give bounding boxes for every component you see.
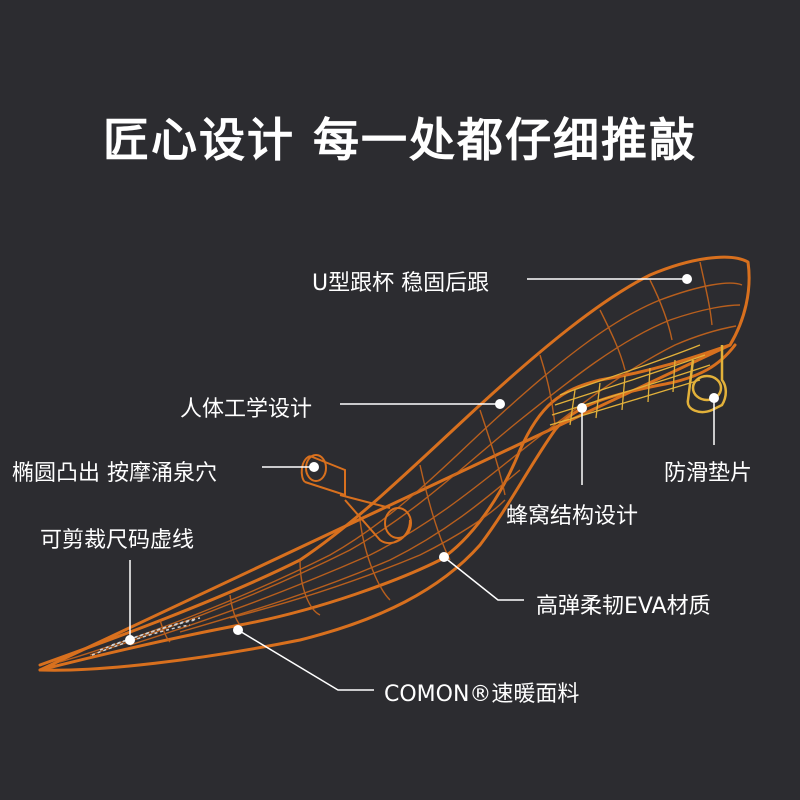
label-anti-slip: 防滑垫片 [664, 461, 753, 486]
insole-outline [38, 255, 751, 667]
anti-slip-pad [686, 345, 727, 414]
callout-dots [125, 274, 719, 645]
callout-lines [129, 278, 715, 691]
cut-size-dashed-lines [91, 617, 201, 656]
label-u-heel: U型跟杯 稳固后跟 [312, 271, 490, 296]
label-comon: COMON®速暖面料 [384, 682, 580, 707]
label-ergonomic: 人体工学设计 [180, 397, 313, 422]
sole-bottom-outline [38, 343, 737, 672]
label-eva: 高弹柔韧EVA材质 [536, 594, 711, 619]
honeycomb-structure [549, 344, 711, 426]
label-massage: 椭圆凸出 按摩涌泉穴 [12, 461, 217, 486]
massage-bumps [300, 454, 412, 545]
label-honeycomb: 蜂窝结构设计 [506, 504, 639, 529]
page-title: 匠心设计 每一处都仔细推敲 [102, 113, 697, 167]
label-cut-line: 可剪裁尺码虚线 [40, 528, 195, 553]
